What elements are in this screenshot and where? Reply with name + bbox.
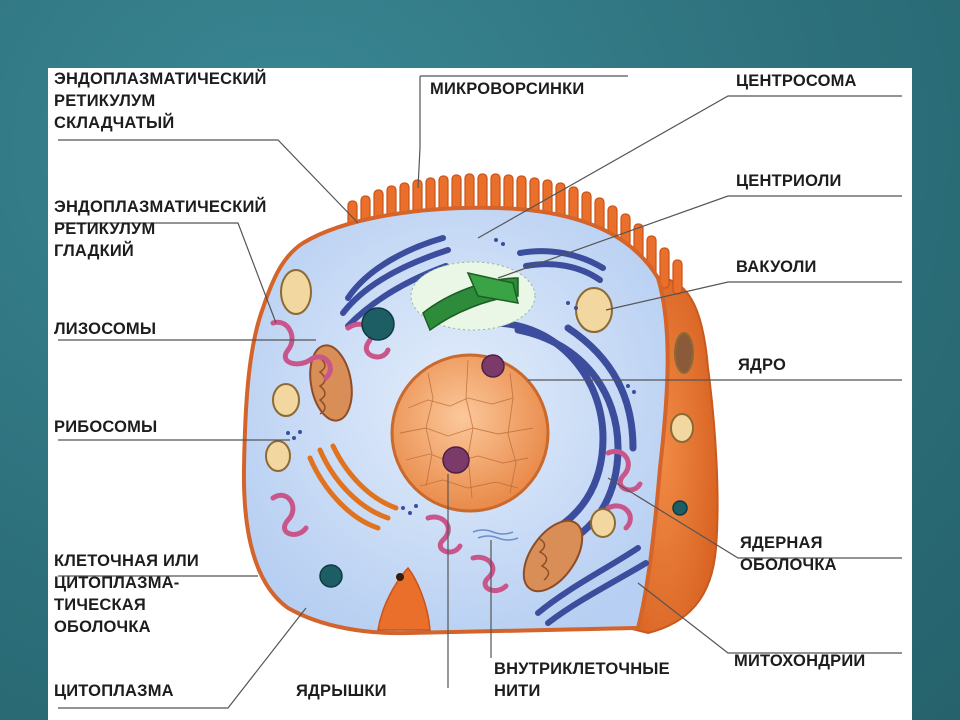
label-lysosomes: ЛИЗОСОМЫ bbox=[54, 320, 157, 338]
vacuoles bbox=[265, 269, 694, 538]
golgi-stack-lower bbox=[307, 443, 399, 531]
leader-er-rough bbox=[58, 139, 359, 224]
label-mitochondria: МИТОХОНДРИИ bbox=[734, 652, 866, 670]
label-centrosome: ЦЕНТРОСОМА bbox=[736, 72, 857, 90]
diagram-canvas: ЭНДОПЛАЗМАТИЧЕСКИЙ РЕТИКУЛУМ СКЛАДЧАТЫЙ … bbox=[48, 68, 912, 720]
label-er-smooth: ЭНДОПЛАЗМАТИЧЕСКИЙ РЕТИКУЛУМ ГЛАДКИЙ bbox=[54, 198, 267, 260]
leader-vacuoles bbox=[605, 281, 902, 311]
label-nucleoli: ЯДРЫШКИ bbox=[296, 682, 387, 700]
microvilli bbox=[347, 173, 683, 295]
cell-illustration bbox=[58, 75, 902, 709]
label-centrioles: ЦЕНТРИОЛИ bbox=[736, 172, 842, 190]
smooth-er bbox=[270, 319, 643, 593]
nucleolus-2 bbox=[442, 446, 470, 474]
label-ribosomes: РИБОСОМЫ bbox=[54, 418, 158, 436]
golgi-apparatus bbox=[410, 261, 536, 332]
nucleus-body bbox=[390, 353, 550, 513]
leader-lines bbox=[58, 75, 902, 709]
label-er-rough: ЭНДОПЛАЗМАТИЧЕСКИЙ РЕТИКУЛУМ СКЛАДЧАТЫЙ bbox=[54, 70, 267, 132]
leader-mitochondria bbox=[637, 582, 902, 654]
leader-nuclear-envelope bbox=[607, 477, 902, 559]
mitochondria bbox=[309, 344, 584, 593]
label-nucleus: ЯДРО bbox=[738, 356, 787, 374]
leader-cytoplasm bbox=[58, 607, 307, 709]
leader-microvilli bbox=[417, 76, 421, 189]
leader-centrioles bbox=[497, 195, 902, 279]
ribosomes bbox=[286, 238, 636, 515]
label-vacuoles: ВАКУОЛИ bbox=[736, 258, 817, 276]
lysosomes bbox=[319, 307, 688, 588]
label-cell-membrane: КЛЕТОЧНАЯ ИЛИ ЦИТОПЛАЗМА- ТИЧЕСКАЯ ОБОЛО… bbox=[54, 552, 199, 636]
nucleus-network bbox=[399, 359, 534, 499]
nucleolus-1 bbox=[481, 354, 505, 378]
label-filaments: ВНУТРИКЛЕТОЧНЫЕ НИТИ bbox=[494, 660, 670, 700]
label-cytoplasm: ЦИТОПЛАЗМА bbox=[54, 682, 174, 700]
label-nuclear-envelope: ЯДЕРНАЯ ОБОЛОЧКА bbox=[740, 534, 837, 574]
leader-centrosome bbox=[477, 95, 902, 239]
label-microvilli: МИКРОВОРСИНКИ bbox=[430, 80, 585, 98]
leader-er-smooth bbox=[58, 222, 277, 324]
membrane-pit bbox=[377, 566, 431, 631]
rough-er-lower bbox=[535, 545, 649, 626]
intracellular-filaments bbox=[472, 529, 519, 541]
